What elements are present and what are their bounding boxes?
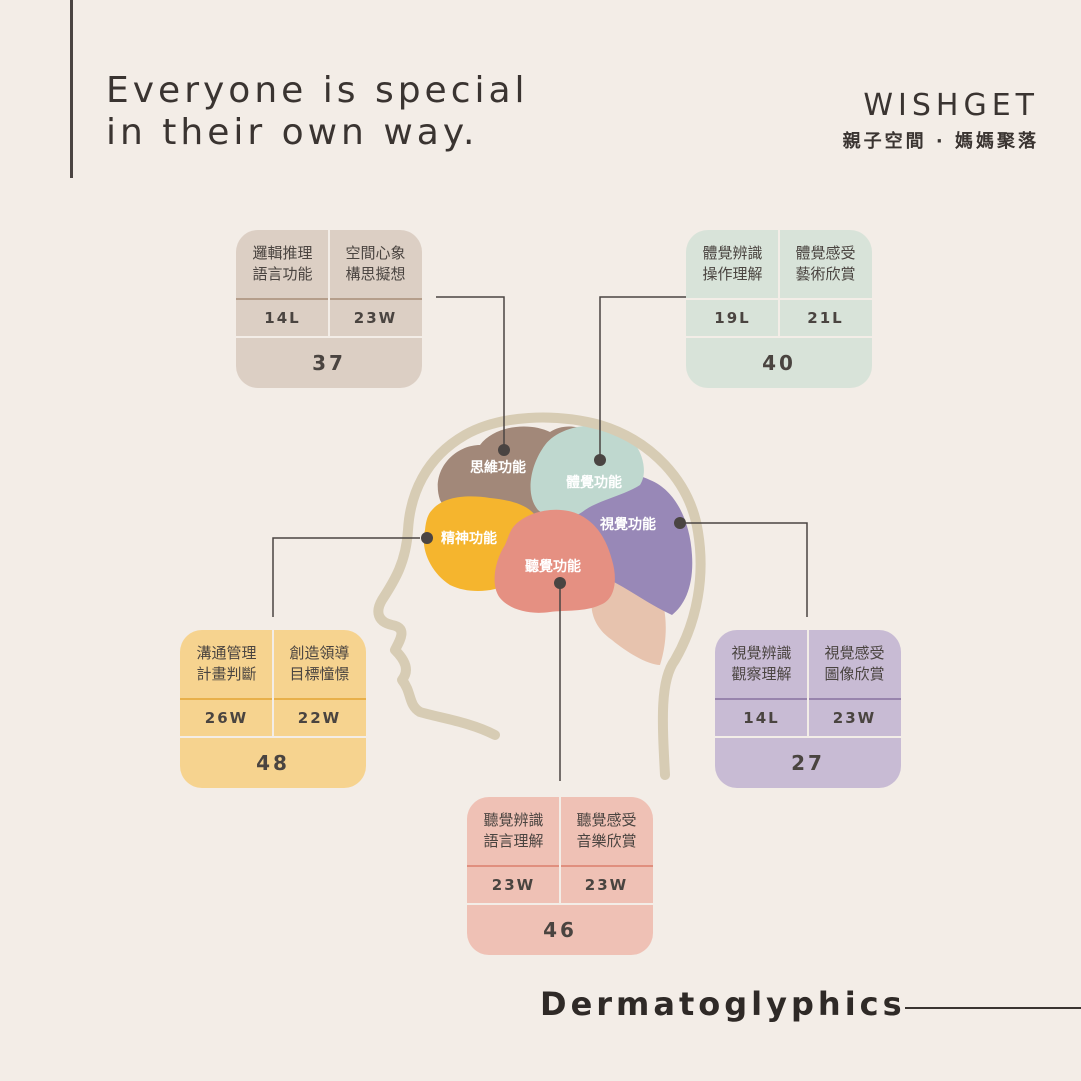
label-thinking: 思維功能 <box>470 459 526 476</box>
card-spirit-left-value: 26W <box>204 709 249 727</box>
connector-thinking <box>436 296 505 450</box>
card-thinking-hdivider <box>236 336 422 338</box>
dot-spirit <box>421 532 433 544</box>
card-visual-right-1: 視覺感受 <box>824 644 885 662</box>
card-somatic-right-1: 體覺感受 <box>795 244 856 262</box>
card-thinking-left-2: 語言功能 <box>252 265 313 283</box>
card-visual-total: 27 <box>791 751 825 775</box>
card-thinking-right-2: 構思擬想 <box>345 265 406 283</box>
card-visual-left-value: 14L <box>743 709 780 727</box>
card-spirit-right-1: 創造領導 <box>289 644 350 662</box>
card-auditory-right-value: 23W <box>584 876 629 894</box>
card-auditory-left-2: 語言理解 <box>483 832 544 850</box>
dot-visual <box>674 517 686 529</box>
card-spirit-total: 48 <box>256 751 290 775</box>
card-somatic-right-value: 21L <box>807 309 844 327</box>
card-somatic: 體覺辨識操作理解 體覺感受藝術欣賞 19L 21L 40 <box>686 230 872 388</box>
card-auditory-right-2: 音樂欣賞 <box>576 832 637 850</box>
card-visual-right-2: 圖像欣賞 <box>824 665 885 683</box>
card-thinking-total: 37 <box>312 351 346 375</box>
card-thinking-left-1: 邏輯推理 <box>252 244 313 262</box>
card-auditory-total: 46 <box>543 918 577 942</box>
headline-line-1: Everyone is special <box>106 70 529 111</box>
label-somatic: 體覺功能 <box>566 474 622 491</box>
card-thinking-right-value: 23W <box>353 309 398 327</box>
somatic-region-shape <box>530 425 644 519</box>
auditory-region-shape <box>494 509 615 613</box>
card-somatic-total: 40 <box>762 351 796 375</box>
card-somatic-vdivider <box>778 230 780 336</box>
card-somatic-left-1: 體覺辨識 <box>702 244 763 262</box>
brand-name: WISHGET <box>863 88 1039 123</box>
card-somatic-hdivider <box>686 336 872 338</box>
dot-somatic <box>594 454 606 466</box>
card-somatic-right-2: 藝術欣賞 <box>795 265 856 283</box>
card-visual-hdivider <box>715 736 901 738</box>
brand-block: WISHGET 親子空間 · 媽媽聚落 <box>843 88 1039 153</box>
card-thinking-vdivider <box>328 230 330 336</box>
card-auditory: 聽覺辨識語言理解 聽覺感受音樂欣賞 23W 23W 46 <box>467 797 653 955</box>
card-spirit-left-1: 溝通管理 <box>196 644 257 662</box>
label-visual: 視覺功能 <box>599 516 656 533</box>
card-spirit-vdivider <box>272 630 274 736</box>
label-spirit: 精神功能 <box>441 530 497 547</box>
card-somatic-left-value: 19L <box>714 309 751 327</box>
card-spirit-hdivider <box>180 736 366 738</box>
visual-region-shape <box>575 473 693 615</box>
connector-visual <box>680 522 808 617</box>
card-spirit-left-2: 計畫判斷 <box>196 665 257 683</box>
card-auditory-left-value: 23W <box>491 876 536 894</box>
dot-auditory <box>554 577 566 589</box>
card-thinking: 邏輯推理語言功能 空間心象構思擬想 14L 23W 37 <box>236 230 422 388</box>
footer-rule <box>905 1007 1081 1009</box>
headline-line-2: in their own way. <box>106 112 479 153</box>
card-spirit-right-value: 22W <box>297 709 342 727</box>
connector-somatic <box>599 296 686 460</box>
card-somatic-left-2: 操作理解 <box>702 265 763 283</box>
dot-thinking <box>498 444 510 456</box>
card-visual-left-2: 觀察理解 <box>731 665 792 683</box>
connector-spirit <box>272 537 420 617</box>
card-thinking-left-value: 14L <box>264 309 301 327</box>
headline: Everyone is special in their own way. <box>106 70 529 154</box>
card-spirit: 溝通管理計畫判斷 創造領導目標憧憬 26W 22W 48 <box>180 630 366 788</box>
card-visual-right-value: 23W <box>832 709 877 727</box>
card-visual: 視覺辨識觀察理解 視覺感受圖像欣賞 14L 23W 27 <box>715 630 901 788</box>
brand-subtitle: 親子空間 · 媽媽聚落 <box>842 131 1039 152</box>
head-outline <box>373 412 706 780</box>
decorative-vertical-line <box>70 0 73 178</box>
card-auditory-right-1: 聽覺感受 <box>576 811 637 829</box>
card-visual-vdivider <box>807 630 809 736</box>
card-auditory-hdivider <box>467 903 653 905</box>
footer-title: Dermatoglyphics <box>540 985 906 1023</box>
card-spirit-right-2: 目標憧憬 <box>289 665 350 683</box>
card-auditory-vdivider <box>559 797 561 903</box>
card-thinking-right-1: 空間心象 <box>345 244 406 262</box>
card-visual-left-1: 視覺辨識 <box>731 644 792 662</box>
card-auditory-left-1: 聽覺辨識 <box>483 811 544 829</box>
label-auditory: 聽覺功能 <box>525 558 581 575</box>
